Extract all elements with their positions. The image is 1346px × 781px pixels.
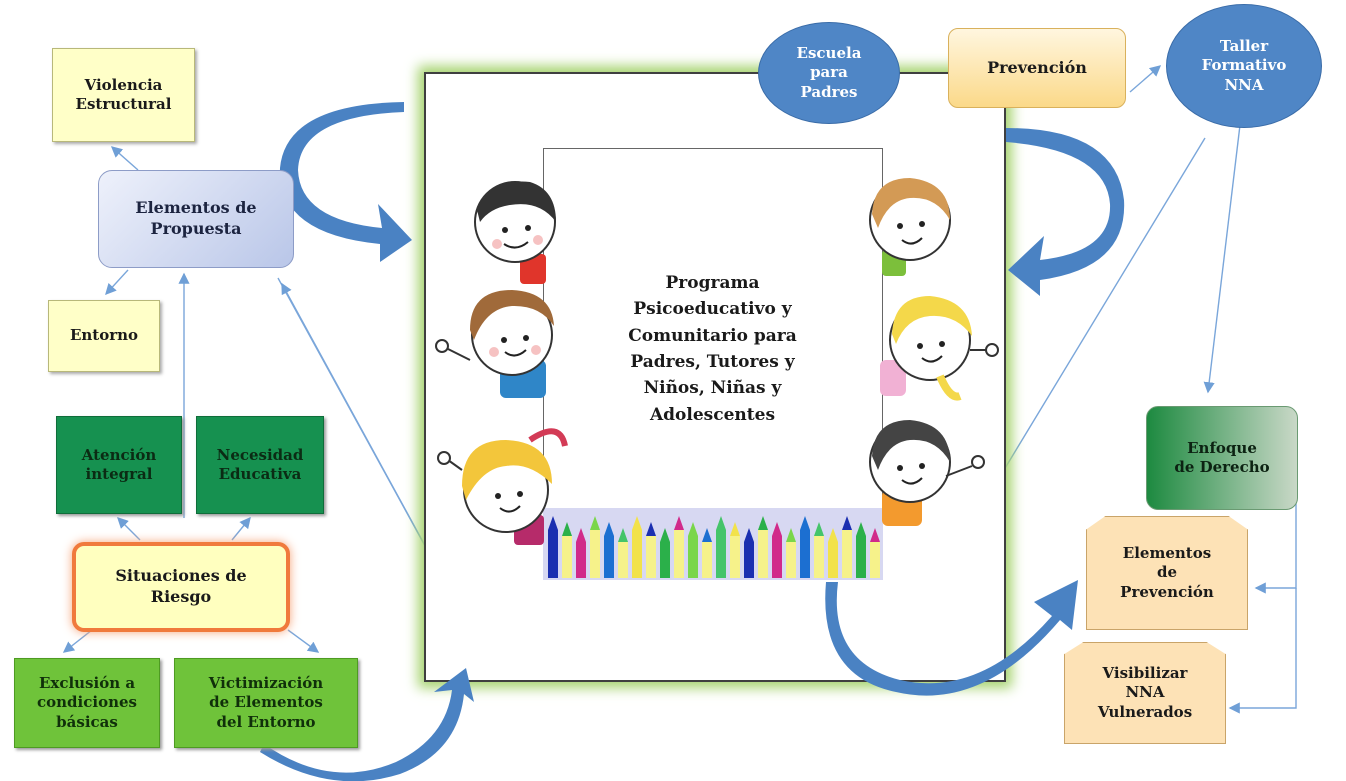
pencil-body: [814, 536, 824, 578]
curved-arrow-bottom-right: [825, 580, 1078, 696]
exclusion-box: Exclusión a condiciones básicas: [14, 658, 160, 748]
elementos-prevencion-box: Elementos de Prevención: [1086, 516, 1248, 630]
pencil-tip: [786, 528, 796, 542]
pencil-tip: [772, 522, 782, 536]
pencil-tip: [800, 516, 810, 530]
pencil-tip: [842, 516, 852, 530]
pencil-body: [618, 542, 628, 578]
kid-face-right-2: [880, 296, 999, 401]
atencion-integral-box: Atención integral: [56, 416, 182, 514]
pencil-body: [632, 530, 642, 578]
pencil-tip: [744, 528, 754, 542]
entorno-box: Entorno: [48, 300, 160, 372]
pencil-tip: [548, 516, 558, 530]
taller-formativo-ellipse: Taller Formativo NNA: [1166, 4, 1322, 128]
curved-arrow-bottom-left: [260, 668, 474, 781]
arrow-propuesta-to-entorno: [105, 269, 129, 296]
curved-arrow-right-top: [1006, 128, 1125, 296]
pencil-body: [828, 542, 838, 578]
pencil-body: [786, 542, 796, 578]
arrow-riesgo-to-victimizacion: [287, 629, 320, 653]
pencil-tip: [590, 516, 600, 530]
pencil-body: [716, 530, 726, 578]
pencil-tip: [618, 528, 628, 542]
pencil-body: [688, 536, 698, 578]
pencil-tip: [604, 522, 614, 536]
arrow-riesgo-to-exclusion: [62, 629, 93, 653]
enfoque-derecho-box: Enfoque de Derecho: [1146, 406, 1298, 510]
escuela-padres-ellipse: Escuela para Padres: [758, 22, 900, 124]
pencil-body: [604, 536, 614, 578]
pencil-tip: [870, 528, 880, 542]
pencil-tip: [828, 528, 838, 542]
kid-face-left-3: [437, 428, 568, 545]
kid-face-right-3: [869, 420, 985, 526]
pencil-body: [730, 536, 740, 578]
arrow-prevencion-to-taller: [1129, 65, 1162, 93]
pencil-body: [758, 530, 768, 578]
pencil-body: [590, 530, 600, 578]
pencil-body: [660, 542, 670, 578]
necesidad-educativa-box: Necesidad Educativa: [196, 416, 324, 514]
pencil-tip: [576, 528, 586, 542]
pencil-tip: [688, 522, 698, 536]
pencil-body: [548, 530, 558, 578]
pencil-tip: [660, 528, 670, 542]
pencil-body: [744, 542, 754, 578]
kid-face-left-2: [435, 290, 554, 398]
pencil-tip: [856, 522, 866, 536]
pencil-tip: [716, 516, 726, 530]
arrow-riesgo-to-necesidad: [231, 516, 251, 541]
program-title: Programa Psicoeducativo y Comunitario pa…: [628, 273, 797, 425]
curved-arrow-left-top: [279, 102, 412, 262]
arrow-propuesta-to-violencia: [110, 146, 139, 171]
visibilizar-nna-box: Visibilizar NNA Vulnerados: [1064, 642, 1226, 744]
pencil-tip: [562, 522, 572, 536]
pencil-body: [646, 536, 656, 578]
kid-face-left-1: [474, 181, 556, 284]
pencil-body: [856, 536, 866, 578]
pencil-tip: [646, 522, 656, 536]
arrow-enfoque-to-visibilizar: [1228, 588, 1297, 714]
pencil-tip: [814, 522, 824, 536]
pencil-body: [842, 530, 852, 578]
pencil-body: [576, 542, 586, 578]
pencil-tip: [758, 516, 768, 530]
pencil-tip: [632, 516, 642, 530]
pencil-tip: [702, 528, 712, 542]
situaciones-riesgo-box: Situaciones de Riesgo: [72, 542, 290, 632]
pencil-tip: [674, 516, 684, 530]
prevencion-box: Prevención: [948, 28, 1126, 108]
pencil-body: [674, 530, 684, 578]
victimizacion-box: Victimización de Elementos del Entorno: [174, 658, 358, 748]
kid-face-right-1: [869, 178, 951, 276]
arrow-taller-to-enfoque: [1203, 124, 1241, 394]
pencil-body: [870, 542, 880, 578]
violencia-estructural-box: Violencia Estructural: [52, 48, 195, 142]
pencil-tip: [730, 522, 740, 536]
pencil-body: [702, 542, 712, 578]
pencil-body: [562, 536, 572, 578]
pencil-body: [772, 536, 782, 578]
arrow-riesgo-to-atencion: [117, 517, 141, 541]
pencil-body: [800, 530, 810, 578]
elementos-propuesta-box: Elementos de Propuesta: [98, 170, 294, 268]
